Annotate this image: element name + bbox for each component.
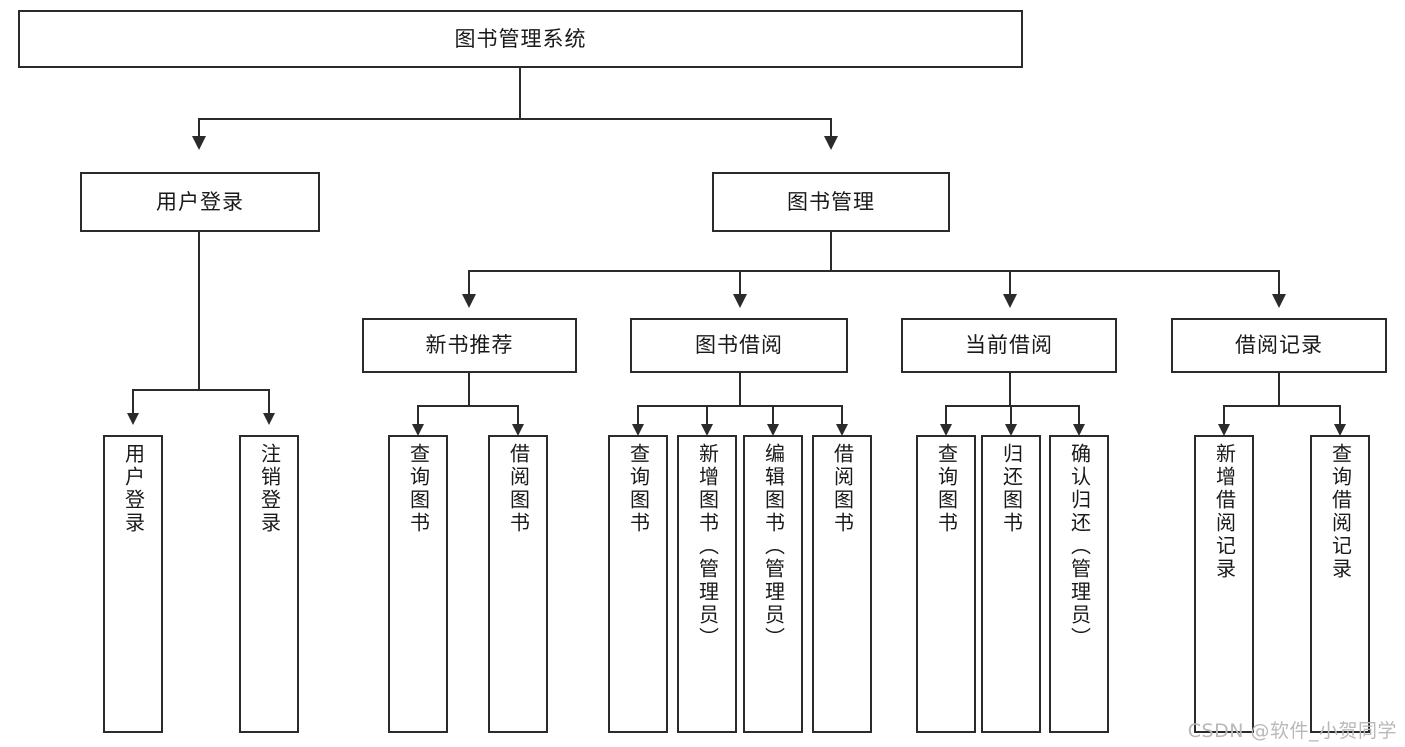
node-label: 借阅图书 [830,443,855,535]
connector-drop-bb-leaf-3 [841,405,843,427]
connector-current-borrow-stem [1009,373,1011,405]
node-label: 查询图书 [626,443,651,535]
arrowhead-bb-leaf-2 [767,424,779,436]
arrowhead-current-borrow [1003,294,1017,308]
leaf-book-borrow-3[interactable]: 借阅图书 [812,435,872,733]
leaf-user-login-0[interactable]: 用户登录 [103,435,163,733]
connector-drop-book-management [830,118,832,138]
connector-bus-borrow-record-children [1223,405,1341,407]
node-label: 图书管理系统 [454,26,587,51]
node-label: 当前借阅 [965,333,1053,358]
leaf-current-borrow-1[interactable]: 归还图书 [981,435,1041,733]
connector-drop-nbr-leaf-1 [517,405,519,427]
connector-root-stem [519,68,521,118]
leaf-book-borrow-1[interactable]: 新增图书（管理员） [677,435,737,733]
arrowhead-borrow-record [1272,294,1286,308]
connector-drop-cb-leaf-1 [1010,405,1012,427]
node-label: 新增图书（管理员） [695,443,720,650]
connector-book-borrow-stem [739,373,741,405]
node-user-login[interactable]: 用户登录 [80,172,320,232]
connector-drop-bb-leaf-2 [772,405,774,427]
leaf-current-borrow-2[interactable]: 确认归还（管理员） [1049,435,1109,733]
node-label: 编辑图书（管理员） [761,443,786,650]
node-current-borrow[interactable]: 当前借阅 [901,318,1117,373]
node-label: 图书借阅 [695,333,783,358]
node-label: 归还图书 [999,443,1024,535]
node-new-book-recommend[interactable]: 新书推荐 [362,318,577,373]
connector-drop-user-login [198,118,200,138]
arrowhead-book-borrow [733,294,747,308]
node-label: 用户登录 [156,189,244,214]
arrowhead-nbr-leaf-0 [412,424,424,436]
node-label: 借阅图书 [506,443,531,535]
leaf-borrow-record-1[interactable]: 查询借阅记录 [1310,435,1370,733]
leaf-new-book-recommend-1[interactable]: 借阅图书 [488,435,548,733]
arrowhead-cb-leaf-2 [1073,424,1085,436]
leaf-book-borrow-2[interactable]: 编辑图书（管理员） [743,435,803,733]
arrowhead-br-leaf-1 [1334,424,1346,436]
connector-drop-book-borrow [739,270,741,296]
arrowhead-new-book-recommend [462,294,476,308]
leaf-current-borrow-0[interactable]: 查询图书 [916,435,976,733]
node-label: 注销登录 [257,443,282,535]
connector-borrow-record-stem [1278,373,1280,405]
node-label: 查询借阅记录 [1328,443,1353,581]
arrowhead-user-login [192,136,206,150]
connector-drop-br-leaf-1 [1339,405,1341,427]
connector-bus-level3 [468,270,1280,272]
connector-new-book-recommend-stem [468,373,470,405]
connector-drop-nbr-leaf-0 [417,405,419,427]
node-label: 查询图书 [406,443,431,535]
arrowhead-cb-leaf-1 [1005,424,1017,436]
arrowhead-user-login-leaf-0 [127,413,139,425]
connector-bus-book-borrow-children [637,405,843,407]
leaf-new-book-recommend-0[interactable]: 查询图书 [388,435,448,733]
arrowhead-nbr-leaf-1 [512,424,524,436]
arrowhead-bb-leaf-0 [632,424,644,436]
connector-drop-borrow-record [1278,270,1280,296]
leaf-borrow-record-0[interactable]: 新增借阅记录 [1194,435,1254,733]
arrowhead-bb-leaf-3 [836,424,848,436]
node-label: 用户登录 [121,443,146,535]
connector-drop-new-book-recommend [468,270,470,296]
node-label: 图书管理 [787,189,875,214]
arrowhead-bb-leaf-1 [701,424,713,436]
connector-bus-user-login-children [132,389,268,391]
leaf-book-borrow-0[interactable]: 查询图书 [608,435,668,733]
connector-drop-bb-leaf-1 [706,405,708,427]
node-label: 查询图书 [934,443,959,535]
connector-drop-user-login-leaf-0 [132,389,134,415]
node-label: 确认归还（管理员） [1067,443,1092,650]
arrowhead-cb-leaf-0 [940,424,952,436]
connector-bus-level1 [198,118,832,120]
node-borrow-record[interactable]: 借阅记录 [1171,318,1387,373]
node-book-management[interactable]: 图书管理 [712,172,950,232]
connector-bus-new-book-recommend-children [417,405,519,407]
node-label: 新增借阅记录 [1212,443,1237,581]
arrowhead-br-leaf-0 [1218,424,1230,436]
connector-drop-current-borrow [1009,270,1011,296]
connector-bus-current-borrow-children [945,405,1079,407]
node-root-book-management-system[interactable]: 图书管理系统 [18,10,1023,68]
connector-book-management-stem [830,232,832,270]
connector-drop-cb-leaf-2 [1078,405,1080,427]
node-label: 新书推荐 [425,333,514,358]
connector-user-login-stem [198,232,200,389]
connector-drop-br-leaf-0 [1223,405,1225,427]
arrowhead-book-management [824,136,838,150]
connector-drop-bb-leaf-0 [637,405,639,427]
connector-drop-user-login-leaf-1 [268,389,270,415]
node-book-borrow[interactable]: 图书借阅 [630,318,848,373]
node-label: 借阅记录 [1235,333,1323,358]
connector-drop-cb-leaf-0 [945,405,947,427]
leaf-user-login-1[interactable]: 注销登录 [239,435,299,733]
arrowhead-user-login-leaf-1 [263,413,275,425]
